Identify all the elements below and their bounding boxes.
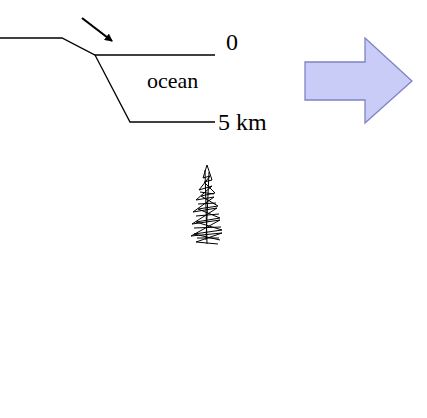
block-arrow xyxy=(305,38,412,123)
depth-label: 0 xyxy=(226,30,238,54)
sea-floor-profile xyxy=(0,38,215,122)
pointer-arrow xyxy=(82,18,112,41)
depth-label: 5 km xyxy=(218,110,267,134)
region-label: ocean xyxy=(147,70,198,92)
tree-sketch xyxy=(191,165,222,244)
